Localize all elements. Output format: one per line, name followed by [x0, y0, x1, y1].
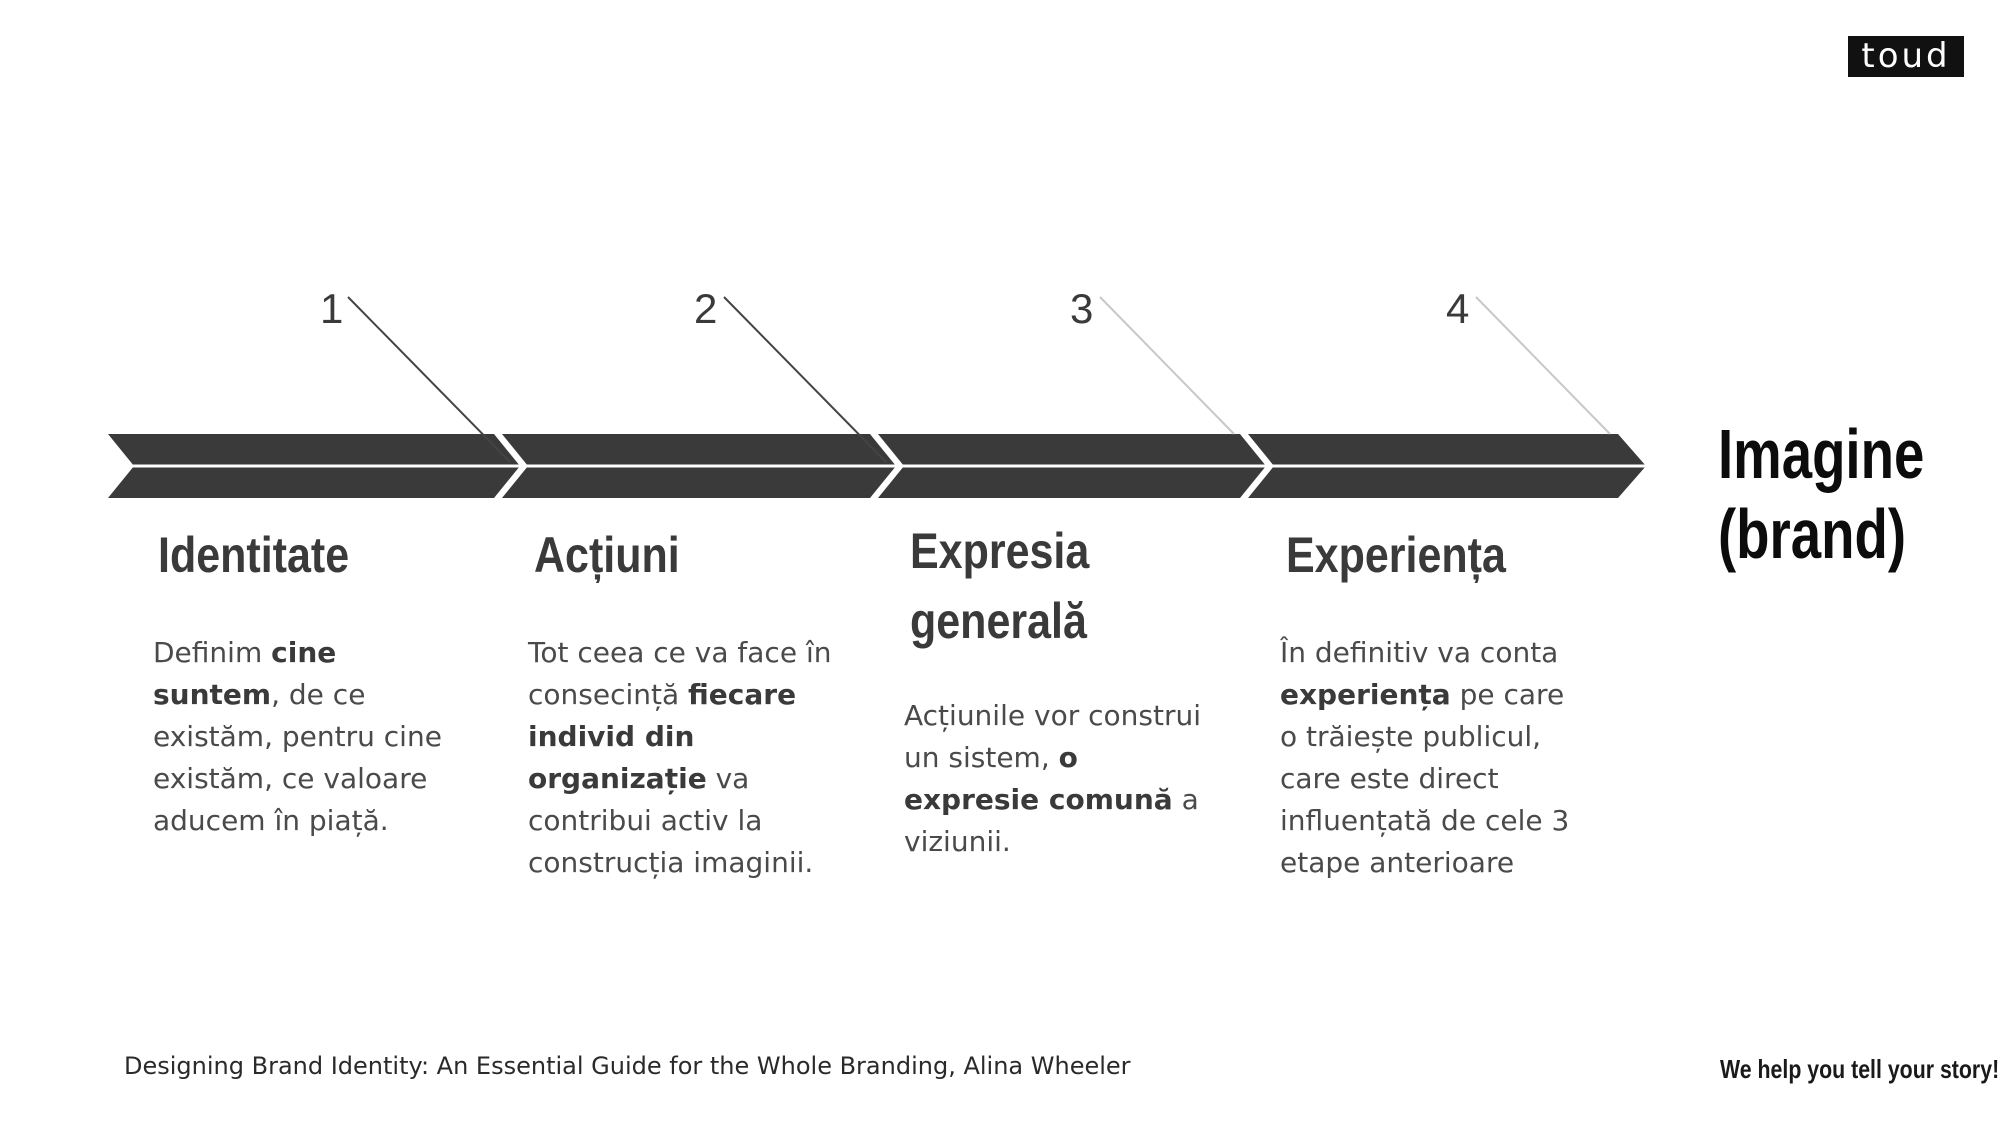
step-title-expresia-generala: Expresia generală [910, 523, 1090, 649]
description-text: Tot ceea ce va face în consecință [528, 636, 832, 711]
step-title-identitate: Identitate [158, 527, 350, 583]
leader-line-3 [1099, 296, 1235, 435]
description-emphasis: cine suntem [153, 636, 337, 711]
slogan: We help you tell your story! [1720, 1054, 2000, 1084]
result-line-1: Imagine [1718, 415, 1925, 493]
description-text: Definim [153, 636, 272, 669]
result-title: Imagine (brand) [1718, 414, 1924, 574]
description-emphasis: o expresie comună [904, 741, 1173, 816]
description-text: a viziunii. [904, 783, 1199, 858]
step-description-1: Definim cine suntem, de ce existăm, pent… [153, 632, 463, 842]
description-emphasis: experiența [1280, 678, 1451, 711]
leader-line-1 [347, 296, 511, 463]
description-text: Acțiunile vor construi un sistem, [904, 699, 1201, 774]
step-description-2: Tot ceea ce va face în consecință fiecar… [528, 632, 838, 884]
leader-line-4 [1475, 296, 1611, 435]
toud-logo: toud [1848, 36, 1964, 77]
description-text: pe care o trăiește publicul, care este d… [1280, 678, 1570, 879]
description-emphasis: fiecare individ din organizație [528, 678, 797, 795]
step-title-experienta: Experiența [1286, 527, 1506, 583]
leader-line-2 [723, 296, 887, 463]
step-description-3: Acțiunile vor construi un sistem, o expr… [904, 695, 1214, 863]
step-title-actiuni: Acțiuni [534, 527, 680, 583]
step-number-2: 2 [694, 285, 718, 332]
description-text: va contribui activ la construcția imagin… [528, 762, 814, 879]
step-number-1: 1 [320, 285, 344, 332]
step-number-3: 3 [1070, 285, 1094, 332]
description-text: În definitiv va conta [1280, 636, 1559, 669]
source-citation: Designing Brand Identity: An Essential G… [124, 1052, 1131, 1080]
step-number-4: 4 [1446, 285, 1470, 332]
step-description-4: În definitiv va conta experiența pe care… [1280, 632, 1590, 884]
description-text: , de ce existăm, pentru cine existăm, ce… [153, 678, 442, 837]
result-line-2: (brand) [1718, 495, 1907, 573]
